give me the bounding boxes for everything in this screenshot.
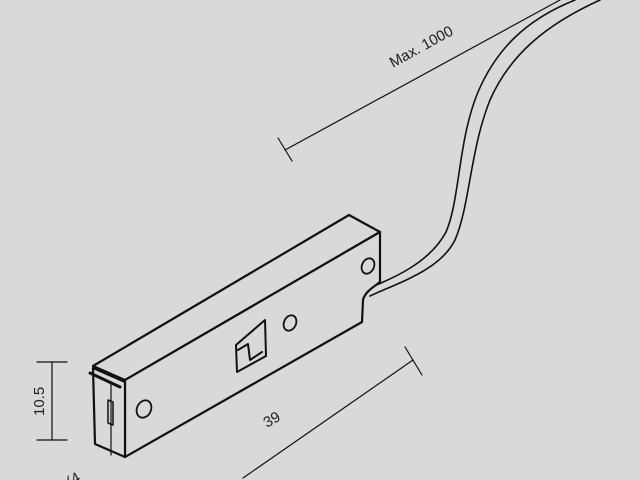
cable-length-label: Max. 1000 <box>387 23 457 72</box>
screw-holes <box>135 257 376 419</box>
dimension-lines <box>36 0 561 479</box>
height-label: 10.5 <box>31 387 48 416</box>
length-label: 39 <box>261 408 284 431</box>
switch <box>235 319 267 373</box>
connector-body <box>88 213 382 459</box>
width-label: (4 <box>64 469 84 480</box>
cable <box>363 0 601 297</box>
